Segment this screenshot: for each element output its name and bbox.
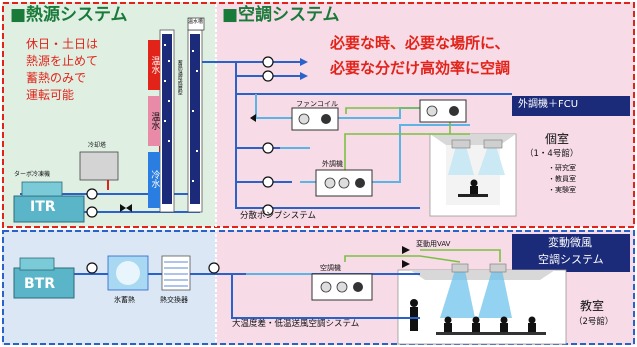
vav-badge-line-2: 空調システム: [538, 253, 604, 266]
ahu-label: 空調機: [320, 264, 341, 272]
tank-label-cold: 冷水: [149, 170, 160, 188]
turbo-chiller-label: ターボ冷凍機: [14, 171, 51, 178]
cooling-tower-label: 冷却塔: [88, 142, 107, 149]
lowtemp-system-label: 大温度差・低温送風空調システム: [232, 319, 360, 329]
headline-line-2: 必要な分だけ高効率に空調: [330, 59, 511, 77]
note-line-2: 熱源を止めて: [26, 54, 99, 68]
btr-label: BTR: [24, 276, 56, 292]
tank-label-hot-1: 温水: [149, 56, 160, 74]
outdoor-unit-label: 外調機: [322, 160, 343, 168]
private-room-title: 個室: [545, 132, 570, 146]
note-line-1: 休日・土日は: [26, 37, 99, 51]
pump-set: [86, 56, 274, 274]
fancoil-label: ファンコイル: [296, 100, 338, 108]
tank-label-hot-2: 温水: [149, 112, 160, 130]
tank-cold: [148, 152, 160, 208]
hot-tank-header-label: 温水槽: [188, 19, 204, 25]
private-room-buildings: （1・4号館）: [525, 149, 579, 159]
tank-hot-1: [148, 40, 160, 90]
note-line-3: 蓄熱のみで: [26, 71, 87, 85]
fan-coil-unit-2: [419, 99, 467, 123]
cooling-tower: [79, 151, 119, 181]
itr-label: ITR: [30, 199, 56, 215]
note-line-4: 運転可能: [26, 88, 75, 102]
heat-source-title: ■熱源システム: [10, 5, 128, 25]
heat-exchanger-label: 熱交換器: [160, 296, 188, 304]
top-dashed-border: [2, 2, 635, 228]
private-room-item-1: ・研究室: [548, 164, 576, 172]
pump-system-label: 分散ポンプシステム: [240, 211, 316, 221]
classroom-title: 教室: [580, 299, 605, 313]
bottom-dashed-border: [2, 230, 635, 345]
ac-system-title: ■空調システム: [222, 5, 340, 25]
private-room-item-3: ・実験室: [548, 186, 576, 194]
fan-coil-unit: [291, 107, 339, 131]
heat-exchanger: [161, 255, 191, 291]
hot-tank-header: [187, 17, 205, 31]
classroom-building: （2号館）: [574, 317, 614, 327]
private-room-item-2: ・教員室: [548, 175, 576, 183]
fcu-badge: 外調機＋FCU: [518, 99, 579, 110]
itr-chiller: [13, 195, 85, 223]
tank-vertical-label: 蓄熱温度成層型: [176, 60, 183, 95]
btr-chiller: [13, 267, 75, 299]
tank-hot-2: [148, 96, 160, 146]
vav-badge-line-1: 変動微風: [548, 236, 592, 249]
fcu-badge-bg: [512, 96, 630, 116]
vav-badge-bg: [512, 234, 630, 272]
headline-line-1: 必要な時、必要な場所に、: [330, 34, 510, 52]
vav-label: 変動用VAV: [416, 240, 451, 248]
ice-storage-label: 氷蓄熱: [114, 296, 135, 304]
